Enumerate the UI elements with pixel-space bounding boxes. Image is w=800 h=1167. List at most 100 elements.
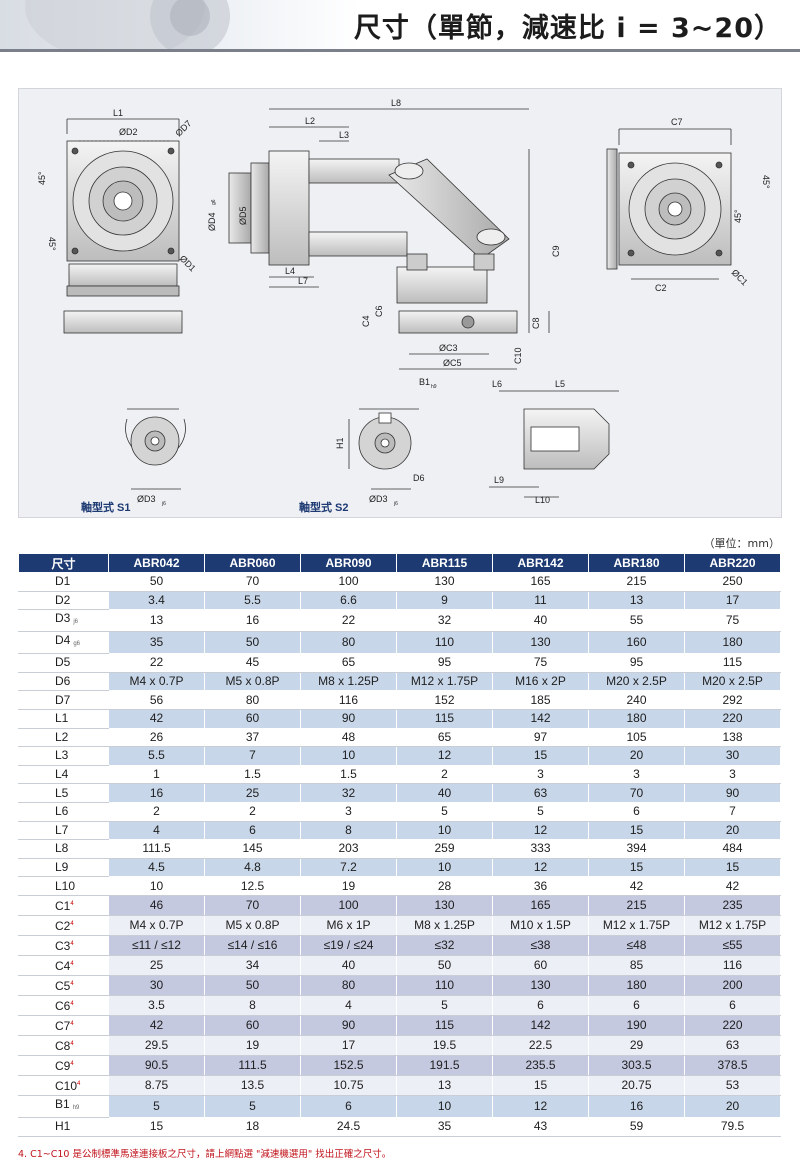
row-label: L6: [18, 801, 109, 822]
table-cell: 4: [300, 994, 397, 1016]
table-cell: 116: [300, 690, 397, 710]
row-label: D2: [18, 590, 109, 611]
label-L2: L2: [305, 116, 315, 126]
table-cell: 111.5: [108, 839, 205, 859]
table-cell: 4: [108, 820, 205, 841]
table-cell: 9: [396, 590, 493, 611]
table-cell: 6: [204, 820, 301, 841]
label-L5: L5: [555, 379, 565, 389]
row-label-tolerance: h9: [72, 1104, 80, 1111]
label-L3: L3: [339, 130, 349, 140]
table-cell: 160: [588, 631, 685, 655]
row-label: L3: [18, 746, 109, 766]
table-cell: 292: [684, 690, 781, 710]
label-C4: C4: [361, 315, 371, 327]
table-cell: 6.6: [300, 590, 397, 611]
label-D5: ØD5: [238, 206, 248, 225]
row-label-note: 4: [70, 980, 74, 987]
row-label-text: C3: [55, 938, 71, 953]
table-cell: 8.75: [108, 1074, 205, 1096]
row-label-text: L1: [55, 711, 69, 726]
shaft-s1-view: [125, 408, 186, 490]
row-label: L9: [18, 857, 109, 878]
row-label: C24: [18, 914, 109, 936]
label-D6: D6: [413, 473, 425, 483]
label-45deg-3: 45°: [761, 175, 771, 189]
table-cell: 24.5: [300, 1116, 397, 1137]
table-cell: 12: [492, 820, 589, 841]
table-cell: 65: [300, 653, 397, 673]
drawing-canvas: L1 ØD2 ØD7 ØD1 45° 45°: [37, 98, 771, 514]
row-label-note: 4: [77, 1080, 81, 1087]
label-C6: C6: [374, 305, 384, 317]
row-label-text: L9: [55, 860, 69, 875]
flange-view: [606, 128, 732, 280]
table-cell: 12: [492, 1094, 589, 1118]
table-cell: 4.5: [108, 857, 205, 878]
label-D3-s2: ØD3: [369, 494, 388, 504]
table-cell: 5.5: [108, 746, 205, 766]
label-D2: ØD2: [119, 127, 138, 137]
table-cell: 16: [204, 609, 301, 633]
label-C5: ØC5: [443, 358, 462, 368]
table-cell: 1.5: [300, 764, 397, 785]
table-cell: 42: [684, 876, 781, 896]
row-label-text: C10: [55, 1078, 78, 1093]
table-cell: M8 x 1.25P: [396, 914, 493, 936]
table-cell: 90: [300, 1014, 397, 1036]
table-cell: 29.5: [108, 1034, 205, 1056]
table-cell: M6 x 1P: [300, 914, 397, 936]
table-cell: 191.5: [396, 1054, 493, 1076]
label-C2: C2: [655, 283, 667, 293]
dimension-drawing: L1 ØD2 ØD7 ØD1 45° 45°: [18, 88, 782, 518]
label-45deg-4: 45°: [733, 209, 743, 223]
row-label: L2: [18, 727, 109, 748]
table-cell: ≤19 / ≤24: [300, 934, 397, 956]
table-cell: 5: [396, 801, 493, 822]
table-cell: 20: [588, 746, 685, 766]
table-cell: 20: [684, 1094, 781, 1118]
table-cell: 15: [588, 857, 685, 878]
row-label: D5: [18, 653, 109, 673]
table-cell: 6: [300, 1094, 397, 1118]
table-cell: 12: [396, 746, 493, 766]
row-label-text: C9: [55, 1058, 71, 1073]
table-cell: 13: [588, 590, 685, 611]
table-cell: 215: [588, 572, 685, 592]
table-cell: 10: [396, 820, 493, 841]
column-header-model: ABR042: [108, 553, 205, 573]
row-label: H1: [18, 1116, 109, 1137]
table-cell: 130: [396, 894, 493, 916]
label-L8: L8: [391, 98, 401, 108]
table-cell: 16: [588, 1094, 685, 1118]
label-L6: L6: [492, 379, 502, 389]
table-cell: 15: [492, 746, 589, 766]
table-cell: 180: [588, 974, 685, 996]
table-cell: 190: [588, 1014, 685, 1036]
column-header-model: ABR180: [588, 553, 685, 573]
table-cell: ≤48: [588, 934, 685, 956]
table-cell: 15: [492, 1074, 589, 1096]
label-D3-s2-tolerance: j6: [393, 501, 398, 507]
table-cell: 43: [492, 1116, 589, 1137]
table-cell: 22.5: [492, 1034, 589, 1056]
row-label-tolerance: g6: [73, 641, 81, 648]
table-cell: 50: [204, 974, 301, 996]
column-header-model: ABR220: [684, 553, 781, 573]
table-cell: 259: [396, 839, 493, 859]
table-cell: 35: [396, 1116, 493, 1137]
table-cell: 5: [204, 1094, 301, 1118]
table-cell: 19: [300, 876, 397, 896]
